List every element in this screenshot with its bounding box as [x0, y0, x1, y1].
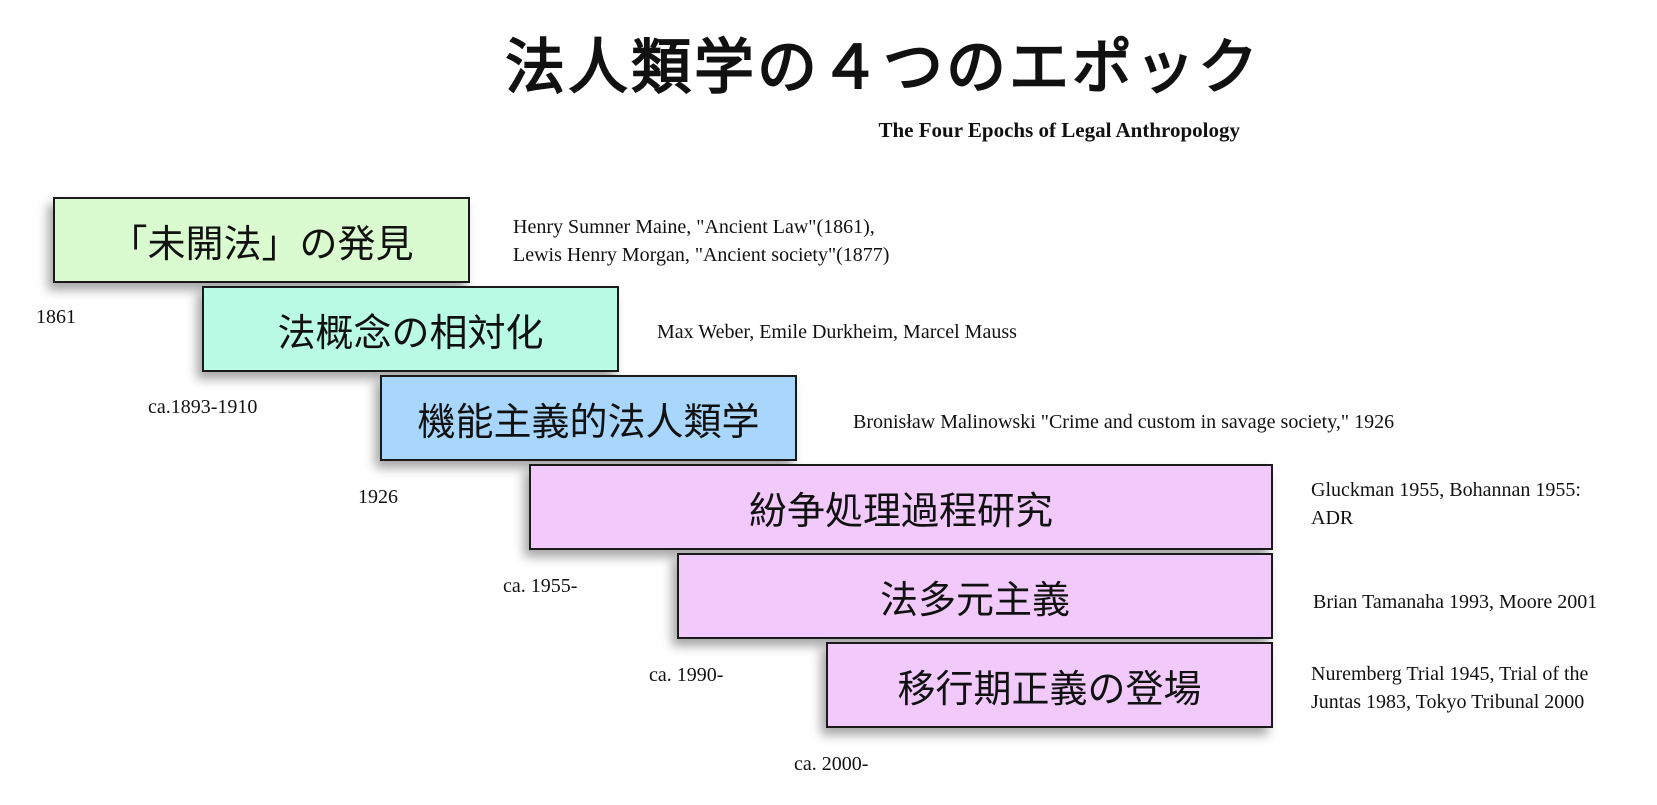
epoch-description: Brian Tamanaha 1993, Moore 2001: [1313, 588, 1597, 616]
description-line: Nuremberg Trial 1945, Trial of the: [1311, 663, 1589, 685]
epoch-year: 1861: [36, 306, 76, 328]
epoch-year: ca.1893-1910: [148, 396, 258, 418]
description-line: Juntas 1983, Tokyo Tribunal 2000: [1311, 691, 1585, 713]
epoch-label: 移行期正義の登場: [897, 666, 1202, 711]
epoch-description: Bronisław Malinowski "Crime and custom i…: [853, 408, 1394, 436]
epoch-description: Max Weber, Emile Durkheim, Marcel Mauss: [657, 318, 1017, 346]
description-line: Gluckman 1955, Bohannan 1955:: [1311, 479, 1581, 501]
epoch-box-functionalism: 機能主義的法人類学: [380, 375, 797, 461]
description-line: Bronisław Malinowski "Crime and custom i…: [853, 411, 1395, 433]
epoch-box-legal-pluralism: 法多元主義: [677, 553, 1273, 639]
epoch-label: 法多元主義: [879, 577, 1070, 622]
epoch-box-discovery-primitive-law: 「未開法」の発見: [53, 197, 470, 283]
diagram-title: 法人類学の４つのエポック: [505, 33, 1261, 103]
epoch-description: Henry Sumner Maine, "Ancient Law"(1861),…: [513, 213, 889, 269]
epoch-year: 1926: [358, 486, 398, 508]
epoch-box-dispute-processing: 紛争処理過程研究: [529, 464, 1273, 550]
description-line: Brian Tamanaha 1993, Moore 2001: [1313, 591, 1598, 613]
description-line: Lewis Henry Morgan, "Ancient society"(18…: [513, 244, 890, 266]
description-line: ADR: [1311, 507, 1354, 529]
epoch-year: ca. 1955-: [503, 575, 578, 597]
epoch-box-transitional-justice: 移行期正義の登場: [826, 642, 1273, 728]
diagram-subtitle: The Four Epochs of Legal Anthropology: [878, 118, 1240, 142]
epoch-label: 「未開法」の発見: [109, 221, 414, 266]
epoch-description: Nuremberg Trial 1945, Trial of the Junta…: [1311, 660, 1588, 716]
epoch-year: ca. 2000-: [794, 753, 869, 775]
description-line: Max Weber, Emile Durkheim, Marcel Mauss: [657, 321, 1017, 343]
epoch-label: 法概念の相対化: [277, 310, 544, 355]
epoch-year: ca. 1990-: [649, 664, 724, 686]
epoch-box-relativization: 法概念の相対化: [202, 286, 619, 372]
description-line: Henry Sumner Maine, "Ancient Law"(1861),: [513, 216, 875, 238]
epoch-label: 紛争処理過程研究: [748, 488, 1053, 533]
epoch-label: 機能主義的法人類学: [417, 399, 760, 444]
epoch-description: Gluckman 1955, Bohannan 1955: ADR: [1311, 476, 1581, 532]
